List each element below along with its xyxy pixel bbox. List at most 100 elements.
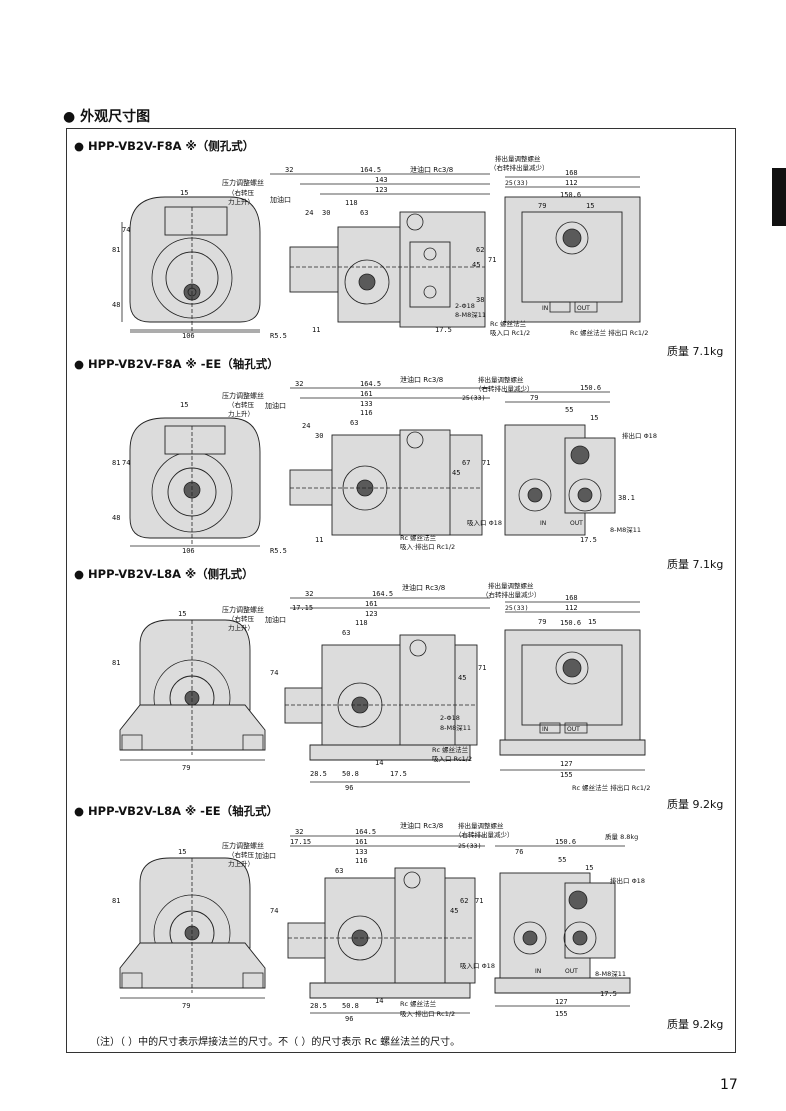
dim-1-22: 112	[565, 179, 578, 187]
model-title-1-text: HPP-VB2V-F8A ※（侧孔式）	[88, 139, 255, 153]
dim-2-11: 11	[315, 536, 323, 544]
label-drain-3: 泄油口 Rc3/8	[402, 583, 445, 592]
dim-4-17: 71	[475, 897, 483, 905]
side-tab-marker	[772, 168, 786, 226]
dimension-lines-4	[120, 835, 630, 1014]
dim-4-24: 17.5	[600, 990, 617, 998]
dim-2-18: 150.6	[580, 384, 601, 392]
label-bolt-1: 2-Φ18	[455, 302, 475, 310]
dim-1-7: 24	[305, 209, 313, 217]
end-view-1	[504, 196, 641, 323]
label-pressure-1: 压力调整螺丝	[222, 178, 264, 187]
dim-2-4: 116	[360, 409, 373, 417]
dim-2-12: 48	[112, 514, 120, 522]
section-bullet: ●	[63, 109, 76, 125]
label-discharge-port-2: 排出口 Φ18	[622, 431, 657, 440]
dim-1-18: 62	[476, 246, 484, 254]
label-in-4: IN	[535, 968, 541, 975]
model-title-3: ● HPP-VB2V-L8A ※（侧孔式）	[74, 567, 254, 581]
dim-3-15: 14	[375, 759, 383, 767]
model-title-3-text: HPP-VB2V-L8A ※（侧孔式）	[88, 567, 254, 581]
label-disp-dir-2: （右转排出量减少）	[475, 384, 534, 393]
label-fill-3: 加油口	[265, 615, 286, 624]
label-suction-port-2: 吸入口 Φ18	[467, 519, 502, 527]
dim-1-20: 168	[565, 169, 578, 177]
front-view-3	[119, 619, 266, 755]
label-discharge-3: Rc 螺丝法兰 排出口 Rc1/2	[572, 783, 650, 792]
dim-4-2: 161	[355, 838, 368, 846]
dim-4-12: 50.8	[342, 1002, 359, 1010]
dim-2-19: 79	[530, 394, 538, 402]
label-m8-4: 8-M8深11	[595, 969, 626, 978]
dim-4-21: 15	[585, 864, 593, 872]
label-mass-inner-4: 质量 8.8kg	[605, 832, 638, 841]
label-pressure-dir2-4: 力上升）	[228, 859, 254, 868]
label-pressure-dir1-4: （右转压	[228, 850, 255, 859]
dim-3-16: 45	[458, 674, 466, 682]
dim-1-9: 106	[182, 332, 195, 340]
drawing-2: 压力调整螺丝 （右转压 力上升） 加油口 泄油口 Rc3/8 排出量调整螺丝 （…	[112, 375, 657, 555]
dim-2-0: 32	[295, 380, 303, 388]
dim-1-15: 81	[112, 246, 120, 254]
label-pressure-dir1-1: （右转压	[228, 188, 255, 197]
mass-2: 质量 7.1kg	[667, 558, 724, 571]
label-pressure-2: 压力调整螺丝	[222, 391, 264, 400]
label-suction-port-4: 吸入口 Φ18	[460, 962, 495, 970]
dim-4-6: 17.15	[290, 838, 311, 846]
label-flange-2: Rc 螺丝法兰	[400, 533, 437, 542]
label-disp-dir-4: （右转排出量减少）	[455, 830, 514, 839]
dim-4-5: 63	[335, 867, 343, 875]
dim-1-25: 15	[586, 202, 594, 210]
dim-2-14: 81	[112, 459, 120, 467]
dim-3-8: 79	[182, 764, 190, 772]
dim-2-22: 38.1	[618, 494, 635, 502]
dim-4-3: 133	[355, 848, 368, 856]
dim-3-17: 71	[478, 664, 486, 672]
drawing-frame	[66, 128, 736, 1053]
end-view-4	[494, 872, 631, 994]
dim-2-2: 161	[360, 390, 373, 398]
end-view-2	[504, 424, 616, 536]
label-m8-3: 8-M8深11	[440, 723, 471, 732]
dim-4-25: 25(33)	[458, 842, 481, 850]
dim-2-8: 15	[180, 401, 188, 409]
side-view-1	[289, 211, 486, 328]
dim-1-16: 45	[472, 261, 480, 269]
dim-4-7: 15	[178, 848, 186, 856]
label-out-2: OUT	[570, 520, 583, 527]
dim-2-23: 17.5	[580, 536, 597, 544]
dim-4-0: 32	[295, 828, 303, 836]
dim-3-25: 155	[560, 771, 573, 779]
dim-1-19: 38	[476, 296, 484, 304]
dim-4-22: 127	[555, 998, 568, 1006]
side-view-4	[287, 867, 476, 999]
label-disp-dir-3: （右转排出量减少）	[482, 590, 541, 599]
mass-1: 质量 7.1kg	[667, 345, 724, 358]
side-view-3	[284, 634, 478, 761]
dim-3-9: 81	[112, 659, 120, 667]
page-number: 17	[720, 1077, 738, 1093]
dim-2-10: R5.5	[270, 547, 287, 555]
dimension-lines-3	[120, 597, 645, 783]
label-out-3: OUT	[567, 726, 580, 733]
label-fill-2: 加油口	[265, 401, 286, 410]
label-flange-3: Rc 螺丝法兰	[432, 745, 469, 754]
model-title-1: ● HPP-VB2V-F8A ※（侧孔式）	[74, 139, 255, 153]
dim-2-6: 30	[315, 432, 323, 440]
label-pressure-4: 压力调整螺丝	[222, 841, 264, 850]
label-out-1: OUT	[577, 305, 590, 312]
dim-3-12: 50.8	[342, 770, 359, 778]
dim-3-10: 74	[270, 669, 278, 677]
dim-2-16: 67	[462, 459, 470, 467]
dim-2-13: 74	[122, 459, 130, 467]
dim-4-20: 55	[558, 856, 566, 864]
dim-1-5: 63	[360, 209, 368, 217]
dim-3-19: 25(33)	[505, 604, 528, 612]
dimension-lines-1	[121, 173, 640, 333]
front-view-4	[119, 857, 266, 993]
dim-2-24: 25(33)	[462, 394, 485, 402]
label-pressure-dir2-1: 力上升）	[228, 197, 254, 206]
dim-2-5: 63	[350, 419, 358, 427]
label-in-3: IN	[542, 726, 548, 733]
dim-1-17: 71	[488, 256, 496, 264]
